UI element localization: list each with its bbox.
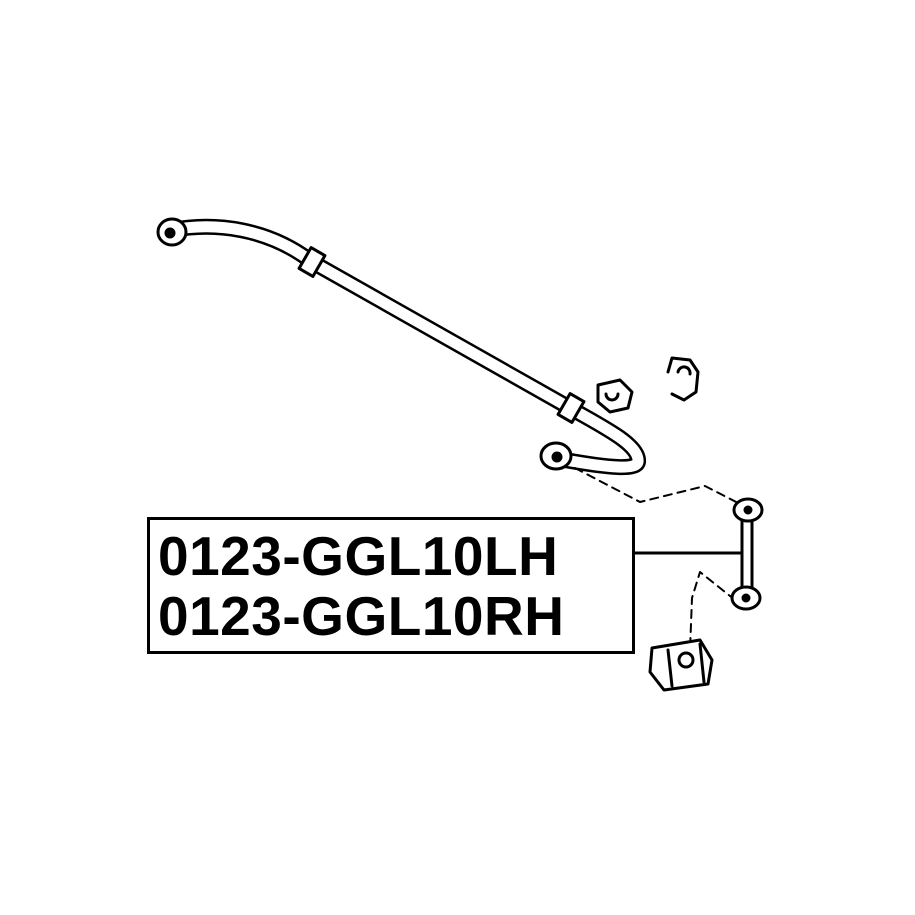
bar-collar-2	[556, 392, 586, 424]
part-number-lh: 0123-GGL10LH	[158, 525, 559, 587]
bar-end-right	[539, 441, 573, 471]
stabilizer-link	[730, 497, 764, 611]
dashed-guide-upper	[574, 467, 743, 506]
part-number-box: 0123-GGL10LH 0123-GGL10RH	[147, 517, 635, 654]
bushing	[596, 378, 634, 414]
stabilizer-bar	[164, 218, 646, 476]
bracket-clamp	[666, 356, 700, 402]
bar-end-left	[156, 217, 188, 247]
bar-collar-1	[297, 246, 327, 278]
part-number-rh: 0123-GGL10RH	[158, 585, 565, 647]
dashed-guide-lower	[689, 571, 736, 651]
